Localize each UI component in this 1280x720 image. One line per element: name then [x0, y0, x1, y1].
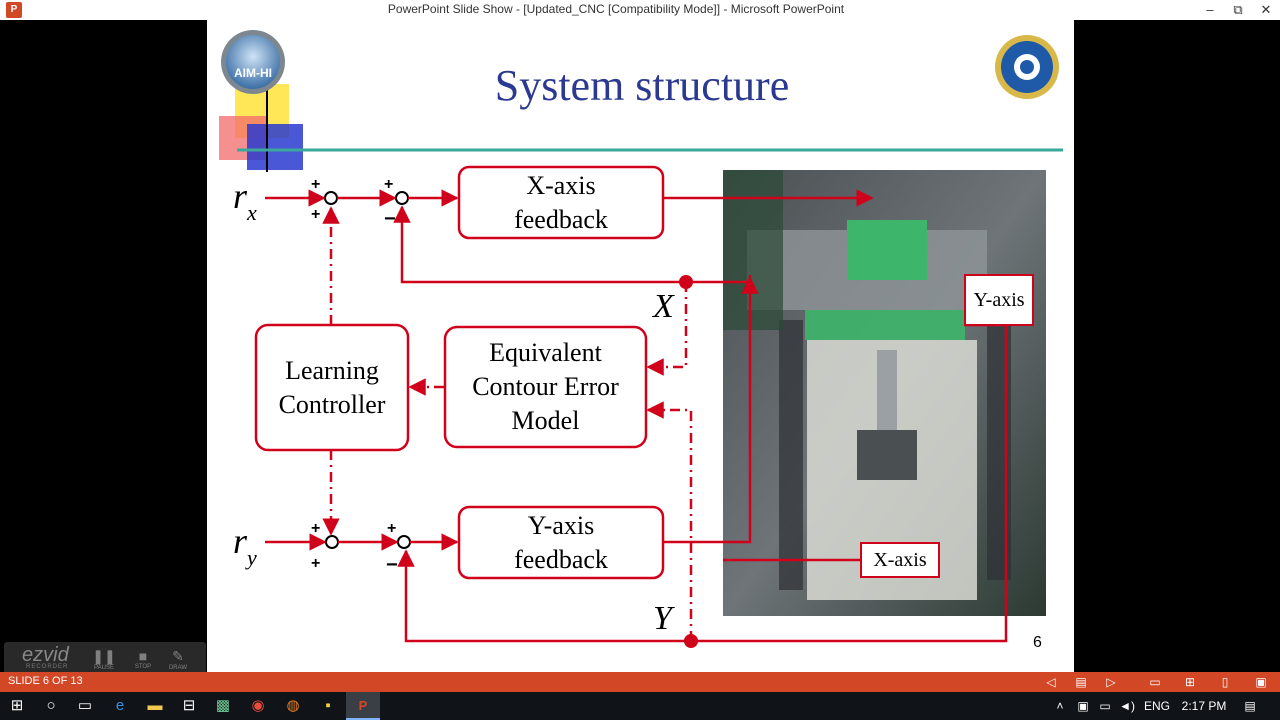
- language-indicator[interactable]: ENG: [1143, 699, 1170, 713]
- network-icon[interactable]: ▭: [1099, 699, 1111, 713]
- sign-plus-x2: +: [384, 176, 394, 193]
- learning-controller-label: Learning Controller: [256, 354, 408, 422]
- rx-subscript: x: [247, 200, 257, 225]
- stop-icon: ■: [138, 648, 148, 664]
- ry-base: r: [233, 521, 248, 561]
- search-icon[interactable]: ○: [46, 697, 56, 714]
- photo-label-x-axis: X-axis: [860, 542, 940, 578]
- ecem-box: [443, 325, 648, 449]
- normal-view-icon[interactable]: ▭: [1149, 675, 1161, 689]
- ecem-line3: Model: [511, 406, 580, 435]
- pause-icon: ❚❚: [92, 648, 116, 664]
- y-output-label: Y: [653, 600, 672, 637]
- reading-view-icon[interactable]: ▯: [1221, 675, 1229, 689]
- window-title: PowerPoint Slide Show - [Updated_CNC [Co…: [387, 2, 845, 16]
- edge-icon[interactable]: e: [115, 697, 125, 714]
- sign-plus-x1b: +: [311, 206, 321, 223]
- tray-chevron-icon[interactable]: ˄: [1056, 699, 1064, 713]
- powerpoint-app-icon[interactable]: P: [6, 2, 22, 18]
- university-emblem-icon: [995, 35, 1059, 99]
- x-axis-feedback-label: X-axis feedback: [459, 169, 663, 237]
- rx-symbol: rx: [233, 175, 257, 225]
- sign-plus-x1a: +: [311, 176, 321, 193]
- slide-title: System structure: [494, 61, 790, 110]
- volume-icon[interactable]: ◄): [1119, 699, 1135, 713]
- task-view-icon[interactable]: ▭: [77, 697, 93, 714]
- y-takeoff-point: [684, 634, 698, 648]
- sign-minus-x2: −: [384, 208, 396, 230]
- slide-menu-icon[interactable]: ▤: [1075, 675, 1087, 689]
- sign-minus-y2: −: [386, 554, 398, 576]
- statusbar: SLIDE 6 OF 13 ◁ ▤ ▷ ▭ ⊞ ▯ ▣: [0, 672, 1280, 692]
- decorative-squares: [219, 80, 303, 172]
- cnc-machine-photo: [723, 170, 1046, 616]
- start-button[interactable]: ⊞: [10, 697, 24, 714]
- pause-button[interactable]: ❚❚ PAUSE: [92, 648, 116, 672]
- draw-button[interactable]: ✎ DRAW: [166, 648, 190, 672]
- sum-junction-y2: [397, 535, 411, 549]
- clock[interactable]: 2:17 PM: [1181, 699, 1227, 713]
- aim-hi-logo: [221, 30, 285, 94]
- x-axis-feedback-line1: X-axis: [526, 171, 596, 200]
- learning-controller-line2: Controller: [278, 390, 386, 419]
- signal-lines: [265, 189, 1008, 643]
- stop-button[interactable]: ■ STOP: [131, 648, 155, 672]
- slide-show-icon[interactable]: ▣: [1255, 675, 1267, 689]
- minimize-button[interactable]: –: [1206, 2, 1214, 17]
- aim-hi-logo-text: AIM-HI: [234, 66, 272, 80]
- y-axis-feedback-label: Y-axis feedback: [459, 509, 663, 577]
- sum-junction-x2: [395, 191, 409, 205]
- learning-signal-lines: [322, 206, 693, 641]
- x-output-label: X: [653, 288, 674, 325]
- action-center-icon[interactable]: ▤: [1244, 699, 1256, 713]
- y-axis-feedback-line1: Y-axis: [527, 511, 595, 540]
- x-takeoff-point: [679, 275, 693, 289]
- slide-graphics: [219, 30, 1063, 648]
- sum-junction-y1: [325, 535, 339, 549]
- powerpoint-taskbar-icon[interactable]: P: [346, 692, 380, 720]
- ry-subscript: y: [247, 545, 257, 570]
- pause-label: PAUSE: [94, 665, 114, 671]
- sign-plus-y1a: +: [311, 520, 321, 537]
- ry-symbol: ry: [233, 520, 257, 570]
- sign-plus-y1b: +: [311, 555, 321, 572]
- sticky-notes-icon[interactable]: ▪: [325, 697, 331, 714]
- x-axis-feedback-line2: feedback: [514, 205, 608, 234]
- window-titlebar: P PowerPoint Slide Show - [Updated_CNC […: [0, 0, 1280, 20]
- rx-base: r: [233, 176, 248, 216]
- next-slide-icon[interactable]: ▷: [1106, 675, 1116, 689]
- ecem-label: Equivalent Contour Error Model: [445, 336, 646, 438]
- y-axis-feedback-line2: feedback: [514, 545, 608, 574]
- tray-app-icon[interactable]: ▣: [1077, 699, 1089, 713]
- slide-sorter-icon[interactable]: ⊞: [1184, 675, 1196, 689]
- slide-number: 6: [1033, 634, 1042, 651]
- stop-label: STOP: [134, 664, 152, 670]
- draw-label: DRAW: [168, 665, 188, 671]
- ezvid-recorder-overlay: ezvid RECORDER ❚❚ PAUSE ■ STOP ✎ DRAW: [4, 642, 206, 674]
- previous-slide-icon[interactable]: ◁: [1046, 675, 1056, 689]
- x-axis-feedback-box: [457, 165, 665, 240]
- sign-plus-y2: +: [387, 520, 397, 537]
- slide-indicator: SLIDE 6 OF 13: [8, 675, 83, 687]
- ecem-line2: Contour Error: [472, 372, 619, 401]
- store-icon[interactable]: ⊟: [182, 697, 196, 714]
- firefox-icon[interactable]: ◍: [286, 697, 300, 714]
- photos-icon[interactable]: ▩: [215, 697, 231, 714]
- learning-controller-line1: Learning: [285, 356, 379, 385]
- photo-label-y-axis: Y-axis: [964, 274, 1034, 326]
- close-button[interactable]: ✕: [1260, 2, 1272, 17]
- restore-button[interactable]: ⧉: [1233, 2, 1243, 17]
- windows-taskbar: ⊞ ○ ▭ e ▬ ⊟ ▩ ◉ ◍ ▪ P ˄ ▣ ▭ ◄) ENG 2:17 …: [0, 692, 1280, 720]
- ecem-line1: Equivalent: [489, 338, 602, 367]
- chrome-icon[interactable]: ◉: [251, 697, 265, 714]
- ezvid-sub: RECORDER: [26, 664, 69, 670]
- draw-icon: ✎: [172, 648, 184, 664]
- file-explorer-icon[interactable]: ▬: [147, 697, 163, 714]
- ezvid-logo: ezvid: [22, 644, 69, 666]
- slide-canvas[interactable]: System structure AIM-HI X-axis feedback …: [207, 20, 1074, 672]
- sum-junction-x1: [324, 191, 338, 205]
